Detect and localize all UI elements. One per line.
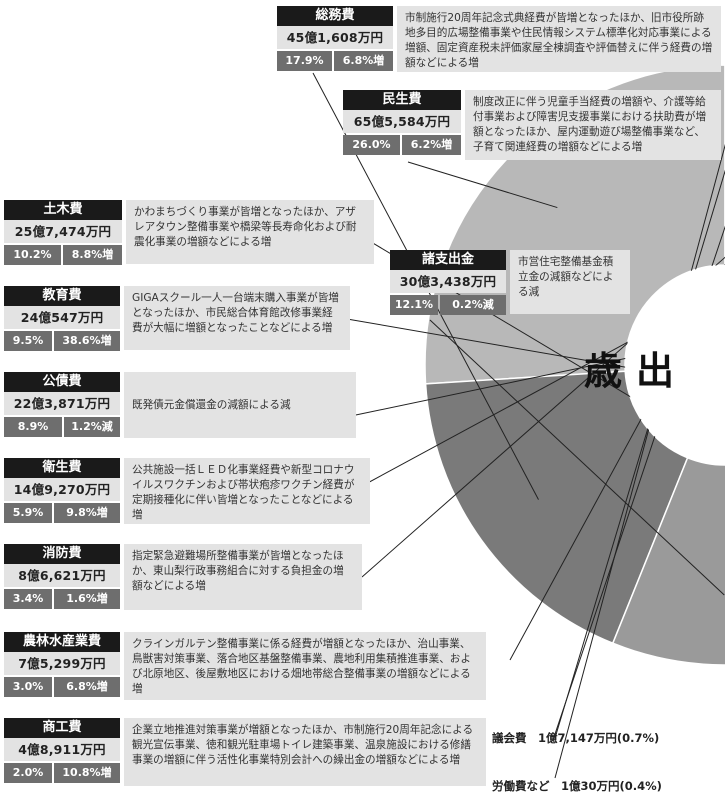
card-general-affairs: 総務費 45億1,608万円 17.9% 6.8%増 市制施行20周年記念式典経… [277,6,721,72]
category-change: 0.2%減 [440,295,506,315]
label-assembly: 議会費 1億7,147万円(0.7%) [492,731,660,745]
category-share: 26.0% [343,135,400,155]
category-share: 5.9% [4,503,52,523]
category-note: かわまちづくり事業が皆増となったほか、アザレアタウン整備事業や橋梁等長寿命化およ… [126,200,374,264]
category-note: 市営住宅整備基金積立金の減額などによる減 [510,250,630,314]
leader-line-2 [429,319,725,596]
category-change: 6.8%増 [54,677,120,697]
category-share: 10.2% [4,245,61,265]
category-amount: 25億7,474万円 [4,220,122,243]
leader-line-9 [552,225,725,741]
category-note: GIGAスクール一人一台端末購入事業が皆増となったほか、市民総合体育館改修事業経… [124,286,350,350]
category-amount: 14億9,270万円 [4,478,120,501]
card-fire-service: 消防費 8億6,621万円 3.4% 1.6%増 指定緊急避難場所整備事業が皆増… [4,544,362,610]
category-note: 既発債元金償還金の減額による減 [124,372,356,438]
leader-line-11 [554,143,725,779]
leader-line-7 [361,256,725,578]
category-name: 教育費 [4,286,120,306]
leader-line-6 [361,289,725,487]
category-name: 衛生費 [4,458,120,478]
category-amount: 7億5,299万円 [4,652,120,675]
category-change: 6.2%増 [402,135,461,155]
category-change: 9.8%増 [54,503,120,523]
category-share: 12.1% [390,295,438,315]
category-share: 3.4% [4,589,52,609]
card-education: 教育費 24億547万円 9.5% 38.6%増 GIGAスクール一人一台端末購… [4,286,350,351]
category-name: 公債費 [4,372,120,392]
category-change: 10.8%増 [54,763,120,783]
category-share: 9.5% [4,331,52,351]
category-name: 民生費 [343,90,461,110]
category-name: 総務費 [277,6,393,26]
category-share: 3.0% [4,677,52,697]
leader-line-0 [407,161,558,209]
category-amount: 30億3,438万円 [390,270,506,293]
category-change: 1.2%減 [64,417,120,437]
category-change: 1.6%増 [54,589,120,609]
category-note: 制度改正に伴う児童手当経費の増額や、介護等給付事業および障害児支援事業における扶… [465,90,721,160]
category-amount: 65億5,584万円 [343,110,461,133]
category-note: 市制施行20周年記念式典経費が皆増となったほか、旧市役所跡地多目的広場整備事業や… [397,6,721,72]
category-share: 8.9% [4,417,62,437]
category-amount: 8億6,621万円 [4,564,120,587]
category-note: クラインガルテン整備事業に係る経費が増額となったほか、治山事業、鳥獣害対策事業、… [124,632,486,700]
leader-line-10 [554,169,725,739]
card-commerce: 商工費 4億8,911万円 2.0% 10.8%増 企業立地推進対策事業が増額と… [4,718,486,786]
category-share: 17.9% [277,51,332,71]
category-amount: 22億3,871万円 [4,392,120,415]
category-amount: 45億1,608万円 [277,26,393,49]
chart-title: 歳出 [584,349,689,393]
pie-center-hole [625,265,725,465]
category-name: 農林水産業費 [4,632,120,652]
category-name: 土木費 [4,200,122,220]
category-change: 6.8%増 [334,51,393,71]
card-agriculture: 農林水産業費 7億5,299万円 3.0% 6.8%増 クラインガルテン整備事業… [4,632,486,700]
label-labor-etc: 労働費など 1億30万円(0.4%) [492,779,662,793]
card-civil-engineering: 土木費 25億7,474万円 10.2% 8.8%増 かわまちづくり事業が皆増と… [4,200,374,265]
card-welfare: 民生費 65億5,584万円 26.0% 6.2%増 制度改正に伴う児童手当経費… [343,90,721,160]
card-public-health: 衛生費 14億9,270万円 5.9% 9.8%増 公共施設一括ＬＥＤ化事業経費… [4,458,370,524]
category-note: 企業立地推進対策事業が増額となったほか、市制施行20周年記念による観光宣伝事業、… [124,718,486,786]
category-name: 消防費 [4,544,120,564]
category-share: 2.0% [4,763,52,783]
card-miscellaneous: 諸支出金 30億3,438万円 12.1% 0.2%減 市営住宅整備基金積立金の… [390,250,630,315]
category-name: 諸支出金 [390,250,506,270]
category-change: 38.6%増 [54,331,120,351]
category-change: 8.8%増 [63,245,122,265]
card-public-debt: 公債費 22億3,871万円 8.9% 1.2%減 既発債元金償還金の減額による… [4,372,356,438]
category-note: 公共施設一括ＬＥＤ化事業経費や新型コロナウイルスワクチンおよび帯状疱疹ワクチン経… [124,458,370,524]
category-amount: 24億547万円 [4,306,120,329]
category-name: 商工費 [4,718,120,738]
category-note: 指定緊急避難場所整備事業が皆増となったほか、東山梨行政事務組合に対する負担金の増… [124,544,362,610]
category-amount: 4億8,911万円 [4,738,120,761]
